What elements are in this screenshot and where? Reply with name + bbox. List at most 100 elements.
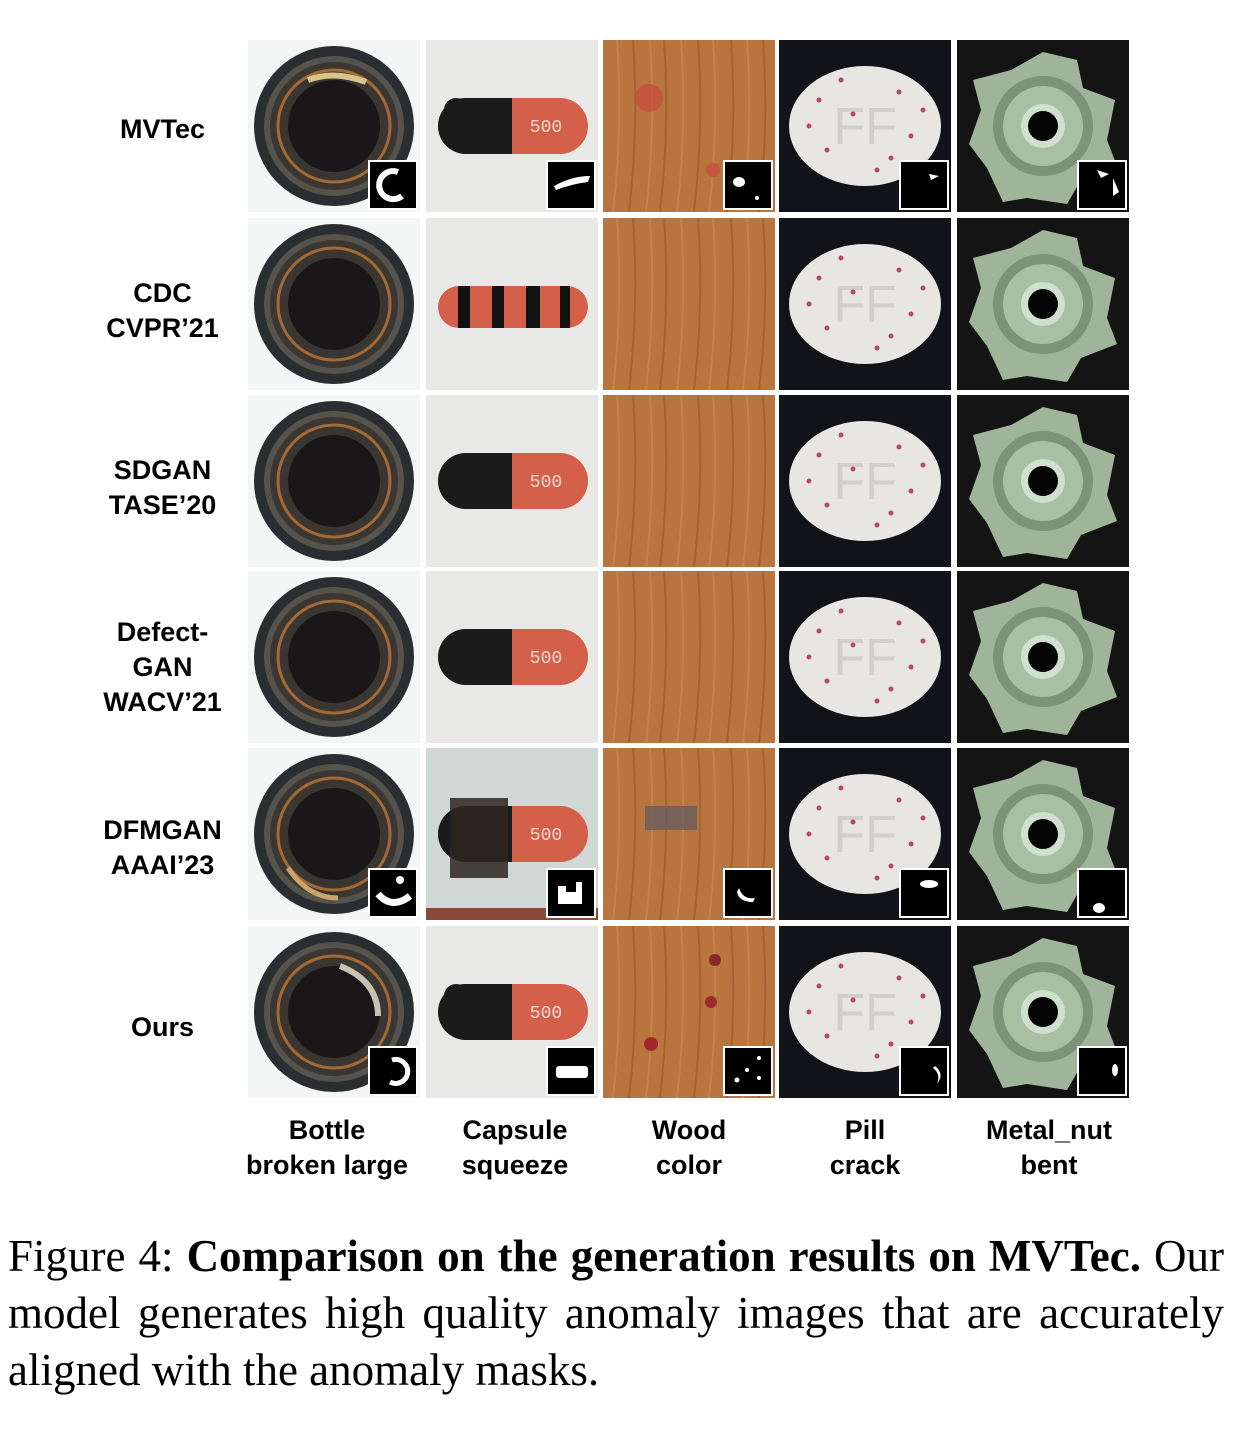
image-mvtec-pill: FF <box>779 40 951 212</box>
row-label-mvtec: MVTec <box>119 114 206 144</box>
image-cdc-metal-nut <box>957 218 1129 390</box>
anomaly-mask-ours-metal-nut <box>1077 1046 1127 1096</box>
mask-shape <box>734 1056 761 1083</box>
sample-image <box>603 40 775 212</box>
anomaly-mask-dfmgan-capsule <box>546 868 596 918</box>
sample-image <box>957 571 1129 743</box>
image-ours-capsule: 500 <box>426 926 598 1098</box>
svg-text:500: 500 <box>530 1004 562 1024</box>
image-cdc-pill: FF <box>779 218 951 390</box>
column-label-capsule: Capsule squeeze <box>461 1115 569 1180</box>
image-dfmgan-pill: FF <box>779 748 951 920</box>
sample-image: FF <box>779 395 951 567</box>
caption-bold: Comparison on the generation results on … <box>186 1231 1141 1281</box>
svg-text:FF: FF <box>833 806 897 864</box>
column-label-metal-nut: Metal_nut bent <box>985 1115 1112 1180</box>
mask-shape <box>1097 170 1119 196</box>
row-label-ours: Ours <box>130 1012 195 1042</box>
sample-image <box>957 926 1129 1098</box>
column-label-bottle: Bottle broken large <box>245 1115 409 1180</box>
image-dfmgan-bottle <box>248 748 420 920</box>
sample-image <box>603 218 775 390</box>
sample-image <box>957 395 1129 567</box>
column-label-wood: Wood color <box>651 1115 727 1180</box>
anomaly-mask-dfmgan-bottle <box>368 868 418 918</box>
image-mvtec-capsule: 500 <box>426 40 598 212</box>
mask-shape <box>1093 903 1105 913</box>
anomaly-mask-mvtec-metal-nut <box>1077 160 1127 210</box>
caption-text: Our model generates high quality anomaly… <box>8 1231 1225 1395</box>
svg-text:500: 500 <box>530 118 562 138</box>
column-label-pill: Pill crack <box>829 1115 901 1180</box>
sample-image <box>603 571 775 743</box>
image-dfmgan-wood <box>603 748 775 920</box>
anomaly-mask-dfmgan-pill <box>899 868 949 918</box>
figure-caption: Figure 4: Comparison on the generation r… <box>8 1228 1224 1399</box>
image-dfmgan-metal-nut <box>957 748 1129 920</box>
mask-shape <box>933 1066 941 1084</box>
sample-image <box>248 571 420 743</box>
sample-image <box>957 218 1129 390</box>
sample-image: FF <box>779 218 951 390</box>
mask-shape <box>558 882 582 904</box>
image-ours-bottle <box>248 926 420 1098</box>
mask-shape <box>376 168 404 203</box>
mask-shape <box>1112 1064 1118 1076</box>
mask-shape <box>920 880 938 888</box>
svg-text:FF: FF <box>833 98 897 156</box>
image-dfmgan-capsule: 500 <box>426 748 598 920</box>
sample-image <box>426 218 598 390</box>
sample-image: FF <box>779 748 951 920</box>
anomaly-mask-mvtec-wood <box>723 160 773 210</box>
image-mvtec-bottle <box>248 40 420 212</box>
image-defectgan-pill: FF <box>779 571 951 743</box>
image-sdgan-capsule: 500 <box>426 395 598 567</box>
row-label-dfmgan: DFMGAN AAAI’23 <box>103 815 222 880</box>
sample-image: 500 <box>426 748 598 920</box>
sample-image: FF <box>779 571 951 743</box>
image-defectgan-bottle <box>248 571 420 743</box>
sample-image <box>248 395 420 567</box>
svg-text:FF: FF <box>833 984 897 1042</box>
svg-text:FF: FF <box>833 453 897 511</box>
mask-shape <box>375 876 413 906</box>
svg-text:500: 500 <box>530 826 562 846</box>
image-defectgan-wood <box>603 571 775 743</box>
image-sdgan-metal-nut <box>957 395 1129 567</box>
row-label-cdc: CDC CVPR’21 <box>106 278 219 343</box>
image-sdgan-wood <box>603 395 775 567</box>
mask-shape <box>929 174 939 180</box>
image-mvtec-metal-nut <box>957 40 1129 212</box>
svg-text:FF: FF <box>833 629 897 687</box>
svg-text:FF: FF <box>833 276 897 334</box>
image-defectgan-metal-nut <box>957 571 1129 743</box>
anomaly-mask-dfmgan-metal-nut <box>1077 868 1127 918</box>
sample-image: 500 <box>426 571 598 743</box>
caption-prefix: Figure 4: <box>8 1231 187 1281</box>
row-label-defectgan: Defect- GAN WACV’21 <box>103 617 222 717</box>
anomaly-mask-ours-wood <box>723 1046 773 1096</box>
image-mvtec-wood <box>603 40 775 212</box>
sample-image <box>603 395 775 567</box>
image-ours-metal-nut <box>957 926 1129 1098</box>
svg-text:500: 500 <box>530 649 562 669</box>
image-defectgan-capsule: 500 <box>426 571 598 743</box>
image-cdc-capsule <box>426 218 598 390</box>
anomaly-mask-ours-pill <box>899 1046 949 1096</box>
anomaly-mask-ours-capsule <box>546 1046 596 1096</box>
image-cdc-bottle <box>248 218 420 390</box>
image-sdgan-pill: FF <box>779 395 951 567</box>
anomaly-mask-mvtec-pill <box>899 160 949 210</box>
mask-shape <box>554 176 590 190</box>
row-label-sdgan: SDGAN TASE’20 <box>108 455 217 520</box>
image-ours-wood <box>603 926 775 1098</box>
comparison-figure: MVTec CDC CVPR’21 SDGAN TASE’20 Defect- … <box>103 40 1129 1180</box>
mask-shape <box>556 1066 588 1078</box>
image-sdgan-bottle <box>248 395 420 567</box>
sample-image <box>248 218 420 390</box>
mask-shape <box>737 888 755 902</box>
anomaly-mask-ours-bottle <box>368 1046 418 1096</box>
svg-text:500: 500 <box>530 473 562 493</box>
anomaly-mask-dfmgan-wood <box>723 868 773 918</box>
anomaly-mask-mvtec-capsule <box>546 160 596 210</box>
